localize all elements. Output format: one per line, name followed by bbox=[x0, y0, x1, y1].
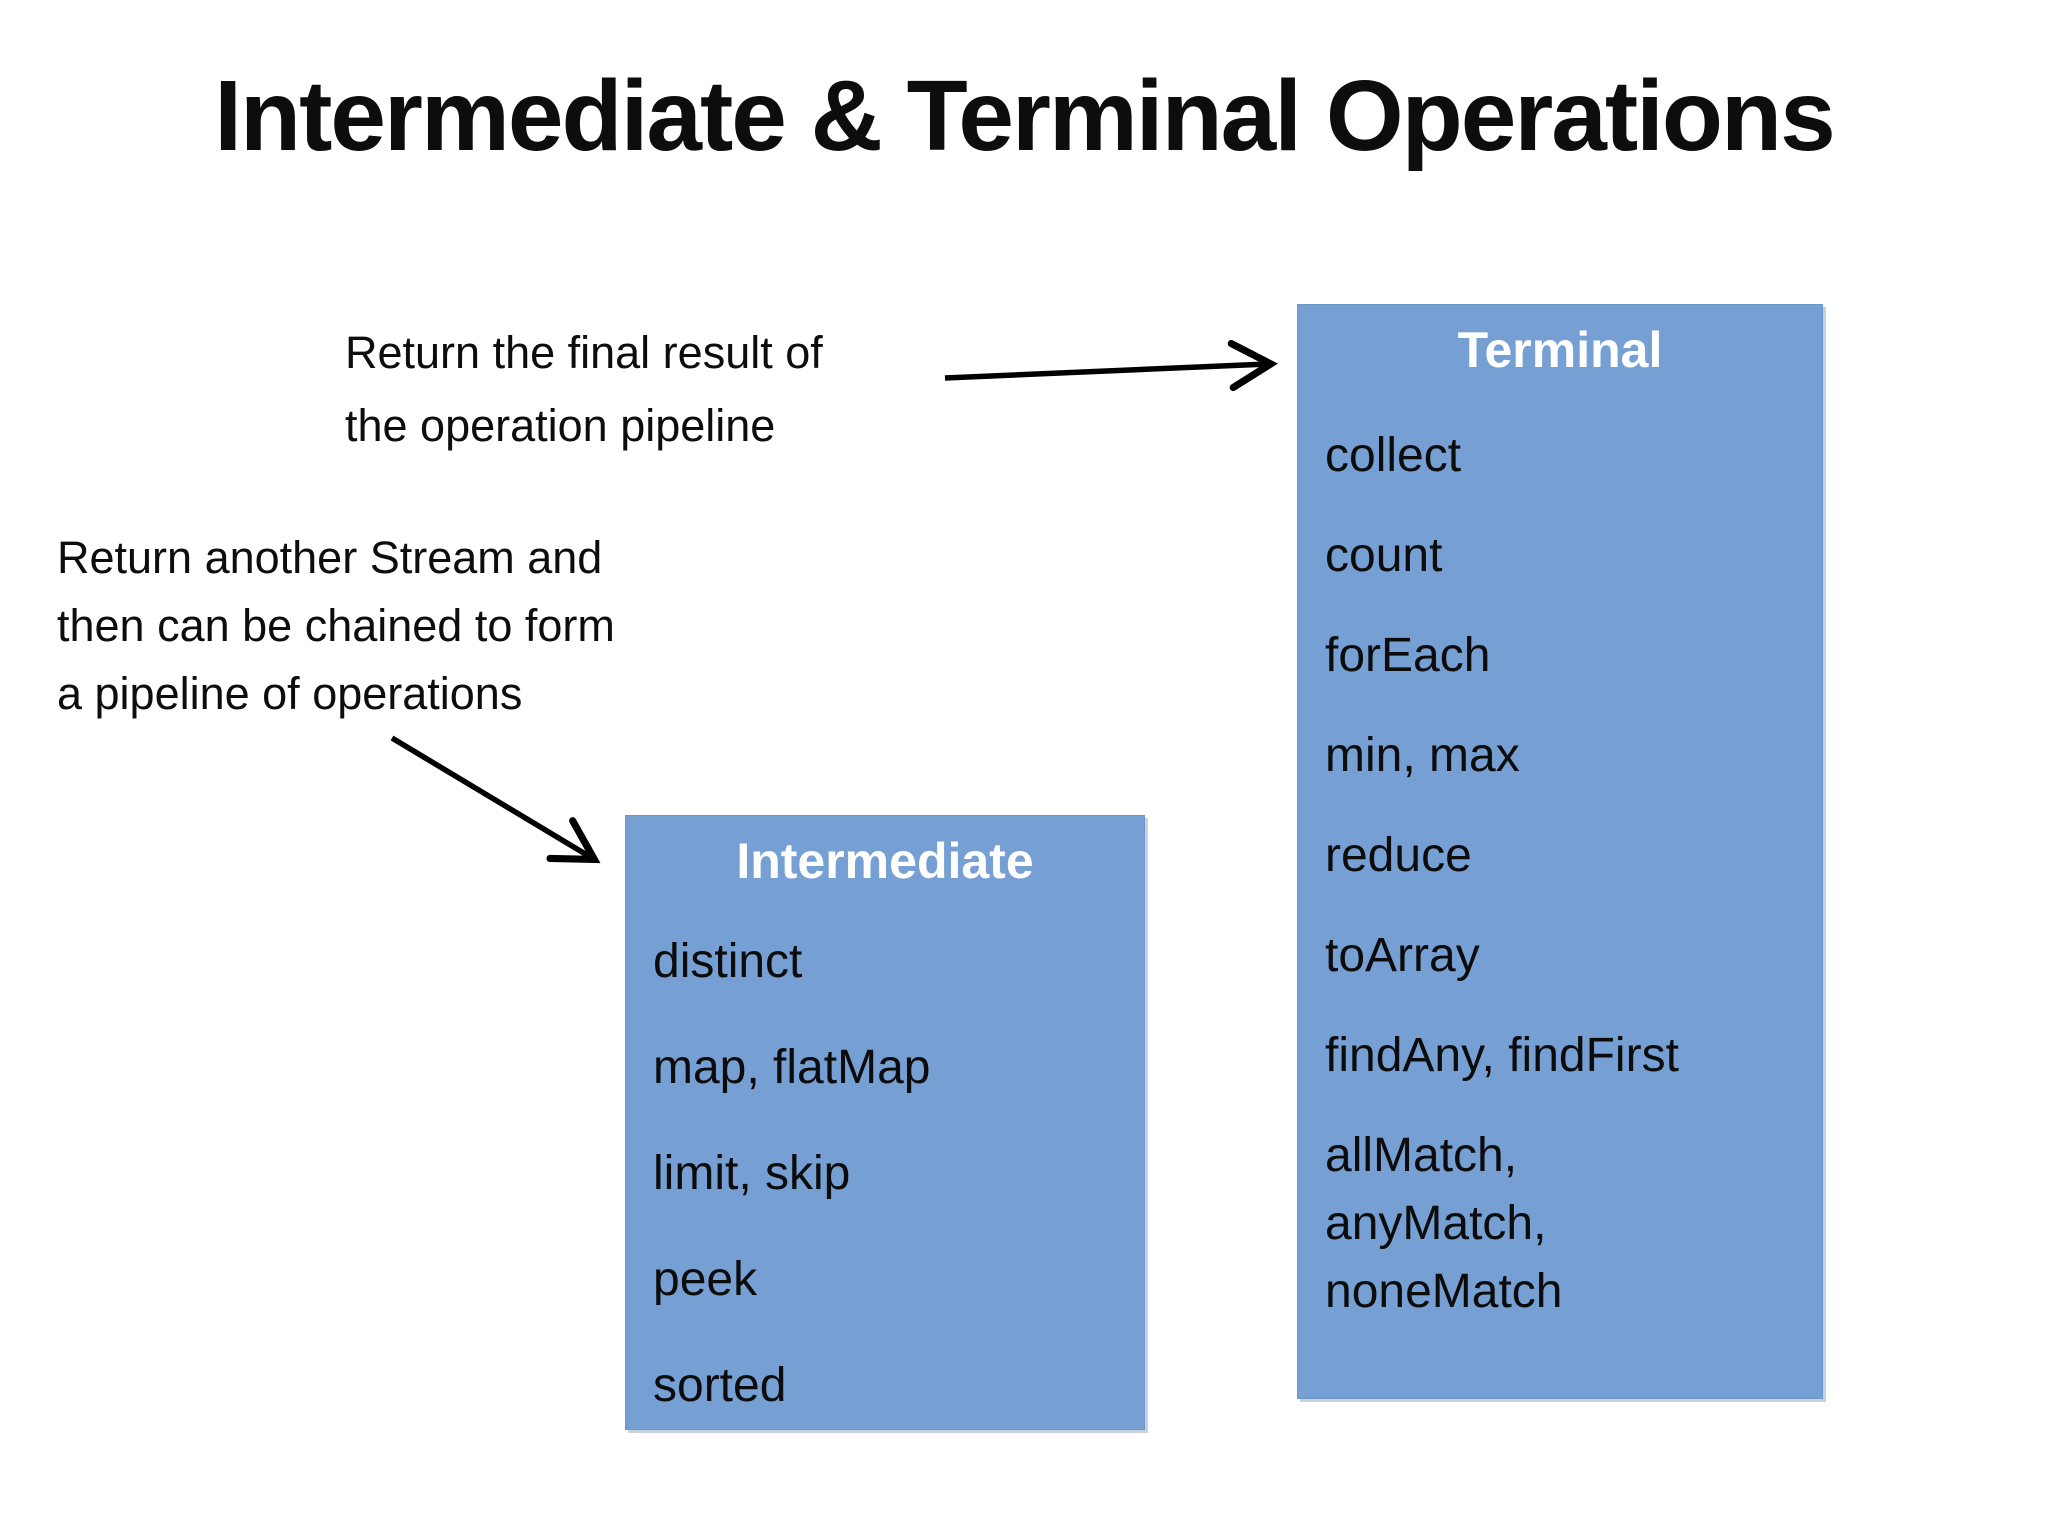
intermediate-op-item: peek bbox=[653, 1253, 758, 1306]
terminal-op-list: collect count forEach min, max reduce to… bbox=[1298, 381, 1822, 1326]
terminal-box-title: Terminal bbox=[1457, 322, 1663, 378]
intermediate-box-title: Intermediate bbox=[736, 833, 1034, 889]
terminal-op-item: min, max bbox=[1325, 729, 1520, 782]
terminal-box: Terminal collect count forEach min, max … bbox=[1297, 304, 1823, 1399]
terminal-op-item: count bbox=[1325, 529, 1443, 582]
terminal-op-item: collect bbox=[1325, 429, 1462, 482]
intermediate-box: Intermediate distinct map, flatMap limit… bbox=[625, 815, 1145, 1430]
terminal-annotation-line: the operation pipeline bbox=[345, 400, 776, 451]
terminal-op-item: forEach bbox=[1325, 629, 1491, 682]
intermediate-op-item: sorted bbox=[653, 1359, 787, 1412]
intermediate-annotation: Return another Stream and then can be ch… bbox=[57, 524, 615, 728]
page-title: Intermediate & Terminal Operations bbox=[214, 60, 1835, 172]
intermediate-arrow bbox=[390, 735, 601, 864]
intermediate-op-item: limit, skip bbox=[653, 1147, 851, 1200]
terminal-op-item: toArray bbox=[1325, 929, 1480, 982]
terminal-annotation: Return the final result of the operation… bbox=[345, 316, 823, 462]
intermediate-op-item: map, flatMap bbox=[653, 1041, 931, 1094]
intermediate-annotation-line: then can be chained to form bbox=[57, 600, 615, 651]
intermediate-annotation-line: Return another Stream and bbox=[57, 532, 603, 583]
intermediate-op-item: distinct bbox=[653, 935, 803, 988]
intermediate-op-list: distinct map, flatMap limit, skip peek s… bbox=[626, 892, 1144, 1420]
terminal-op-item: reduce bbox=[1325, 829, 1472, 882]
terminal-annotation-line: Return the final result of bbox=[345, 327, 823, 378]
terminal-op-item: allMatch, anyMatch, noneMatch bbox=[1325, 1129, 1563, 1318]
intermediate-annotation-line: a pipeline of operations bbox=[57, 668, 523, 719]
terminal-op-item: findAny, findFirst bbox=[1325, 1029, 1679, 1082]
terminal-arrow bbox=[944, 339, 1278, 392]
